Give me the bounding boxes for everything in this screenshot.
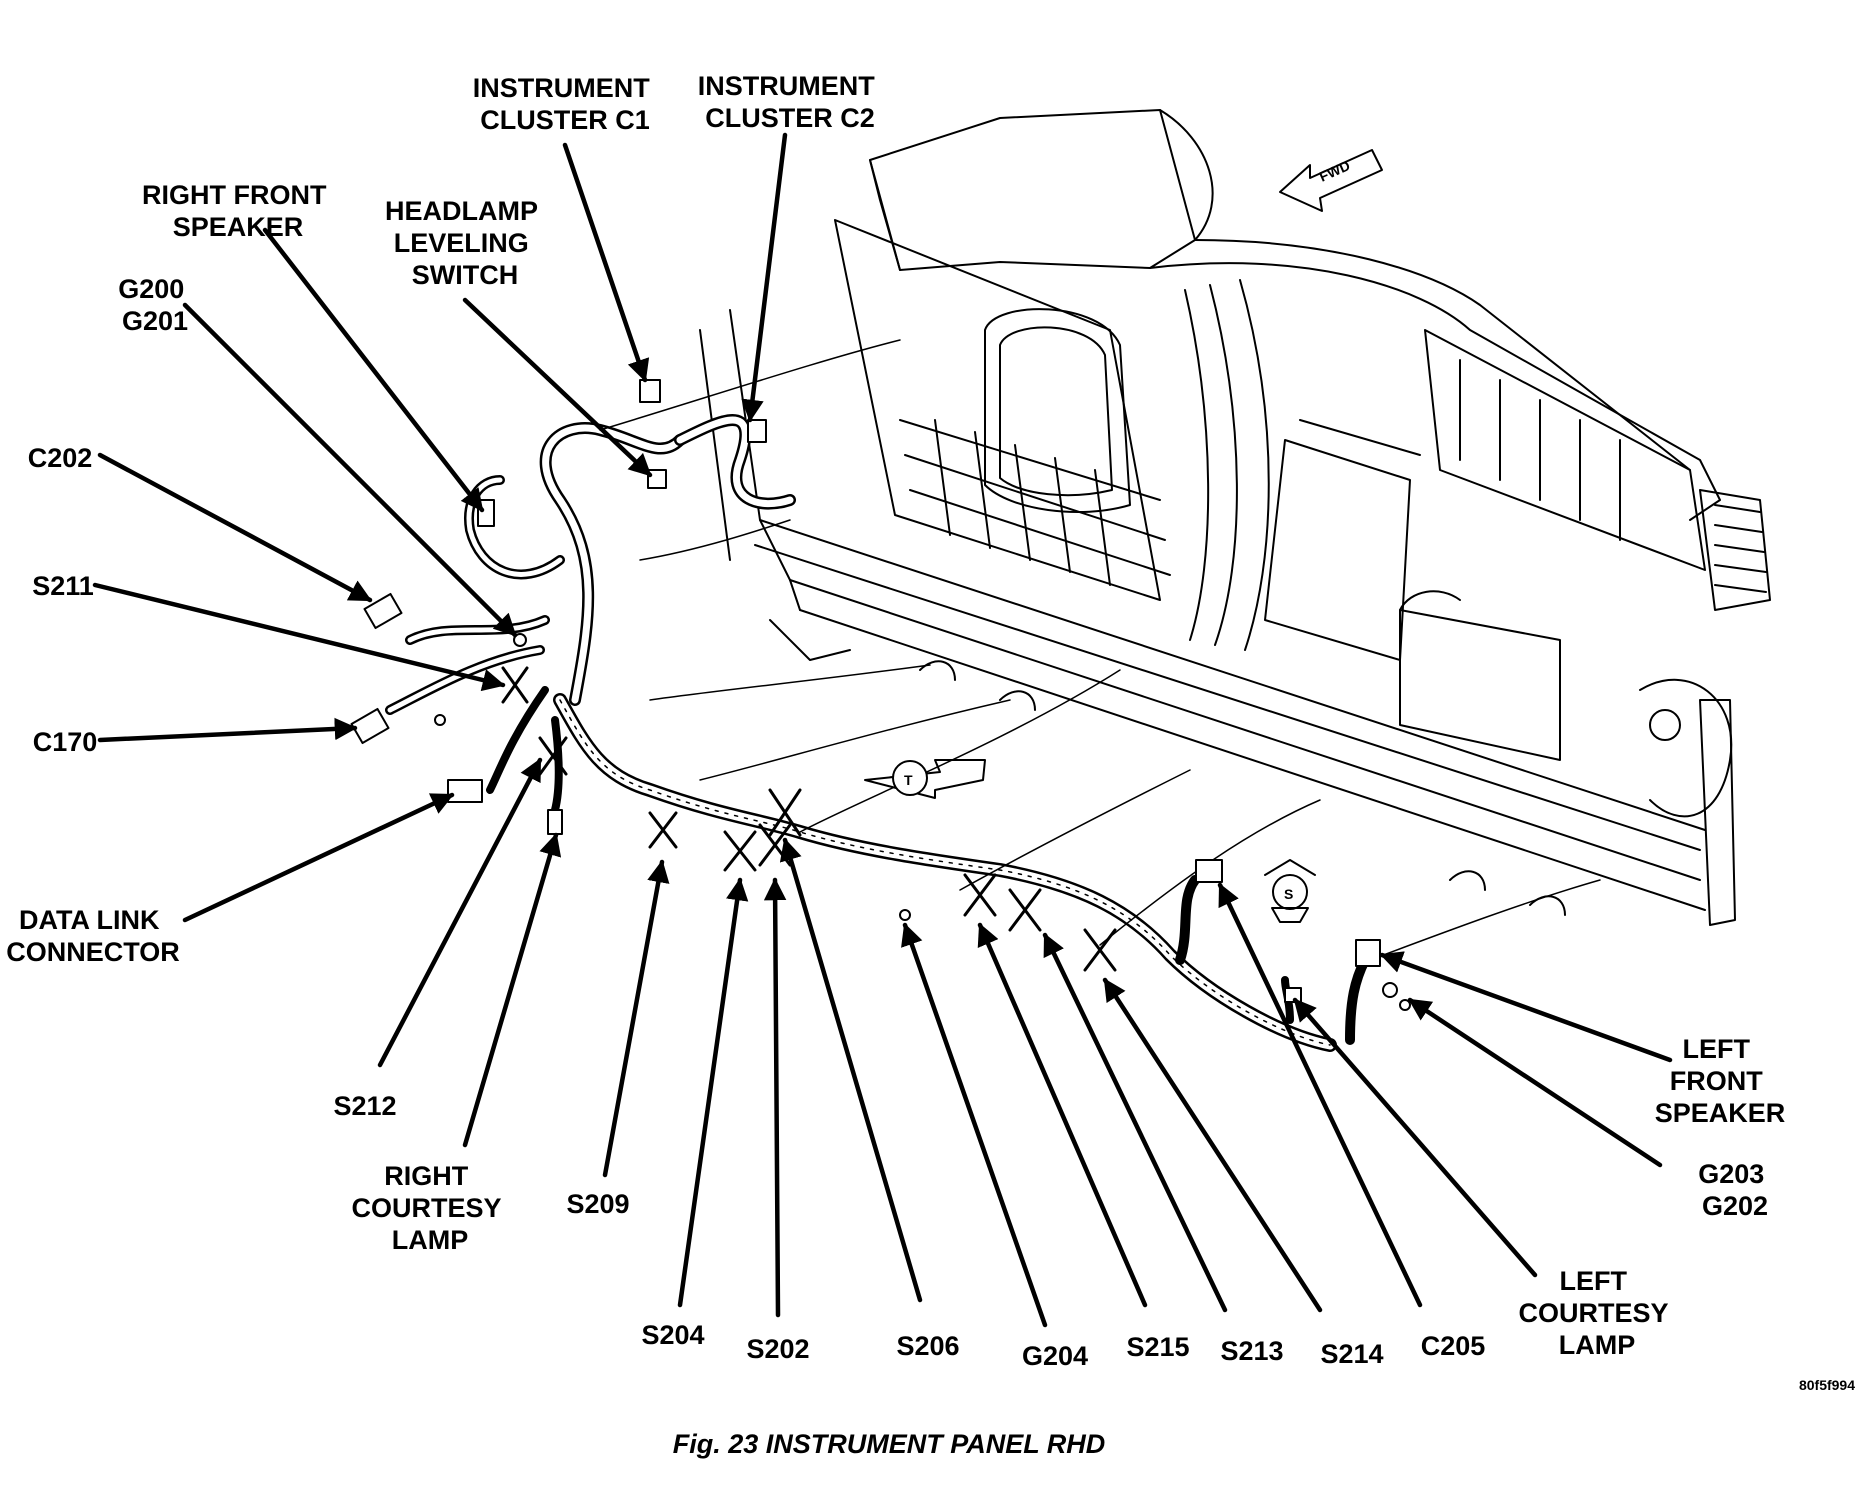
leader-s204: [677, 877, 749, 1308]
label-right-front-speaker: RIGHT FRONT SPEAKER: [142, 180, 334, 242]
label-right-courtesy-lamp: RIGHT COURTESY LAMP: [351, 1161, 508, 1255]
label-instrument-cluster-c1: INSTRUMENT CLUSTER C1: [473, 73, 658, 135]
leader-s202: [763, 877, 787, 1318]
leader-left-front-speaker: [1379, 951, 1673, 1063]
leader-s209: [602, 859, 670, 1178]
leader-s213: [1042, 932, 1228, 1313]
label-s212: S212: [333, 1091, 396, 1121]
leader-s214: [1102, 977, 1323, 1313]
leader-headlamp-leveling-switch: [462, 297, 653, 478]
leader-left-courtesy-lamp: [1292, 997, 1538, 1278]
s-symbol-label: S: [1284, 886, 1293, 902]
figure-caption: Fig. 23 INSTRUMENT PANEL RHD: [673, 1429, 1106, 1459]
label-s215: S215: [1126, 1332, 1189, 1362]
label-s213: S213: [1220, 1336, 1283, 1366]
t-symbol-marker: T: [864, 759, 986, 799]
label-left-front-speaker: LEFT FRONT SPEAKER: [1655, 1034, 1786, 1128]
leader-g203-g202: [1407, 997, 1663, 1168]
label-s211: S211: [32, 571, 94, 601]
fwd-marker: FWD: [1279, 149, 1383, 212]
leader-right-front-speaker: [262, 227, 485, 513]
t-symbol-label: T: [904, 772, 913, 788]
leader-c202: [97, 452, 373, 603]
leader-s211: [92, 582, 506, 692]
label-left-courtesy-lamp: LEFT COURTESY LAMP: [1518, 1266, 1675, 1360]
leader-instrument-cluster-c2: [741, 132, 788, 423]
callout-labels: INSTRUMENT CLUSTER C1 INSTRUMENT CLUSTER…: [6, 71, 1785, 1371]
label-instrument-cluster-c2: INSTRUMENT CLUSTER C2: [698, 71, 883, 133]
reference-code: 80f5f994: [1799, 1377, 1855, 1393]
label-data-link-connector: DATA LINK CONNECTOR: [6, 905, 180, 967]
leader-instrument-cluster-c1: [562, 142, 650, 383]
instrument-panel-structure: [699, 109, 1771, 926]
leader-c205: [1217, 882, 1423, 1308]
label-s209: S209: [566, 1189, 629, 1219]
label-s206: S206: [896, 1331, 959, 1361]
leader-data-link-connector: [182, 792, 455, 923]
label-c170: C170: [33, 727, 98, 757]
leader-s212: [377, 757, 543, 1068]
leader-s206: [779, 837, 923, 1303]
wiring-harness: [385, 339, 1601, 1052]
label-g200-g201: G200 G201: [118, 274, 192, 336]
fwd-label: FWD: [1317, 157, 1353, 185]
connectors: [350, 379, 1411, 1011]
label-s214: S214: [1320, 1339, 1383, 1369]
label-c205: C205: [1421, 1331, 1486, 1361]
label-g203-g202: G203 G202: [1698, 1159, 1772, 1221]
label-s204: S204: [641, 1320, 704, 1350]
leader-c170: [97, 717, 358, 743]
leader-s215: [977, 922, 1148, 1308]
label-c202: C202: [28, 443, 93, 473]
leader-arrows: [92, 132, 1673, 1328]
s-symbol-marker: S: [1264, 859, 1316, 923]
label-s202: S202: [746, 1334, 809, 1364]
label-headlamp-leveling-switch: HEADLAMP LEVELING SWITCH: [385, 196, 545, 290]
leader-g200-g201: [182, 302, 518, 638]
leader-right-courtesy-lamp: [462, 832, 562, 1148]
label-g204: G204: [1022, 1341, 1088, 1371]
leader-g204: [901, 922, 1048, 1328]
